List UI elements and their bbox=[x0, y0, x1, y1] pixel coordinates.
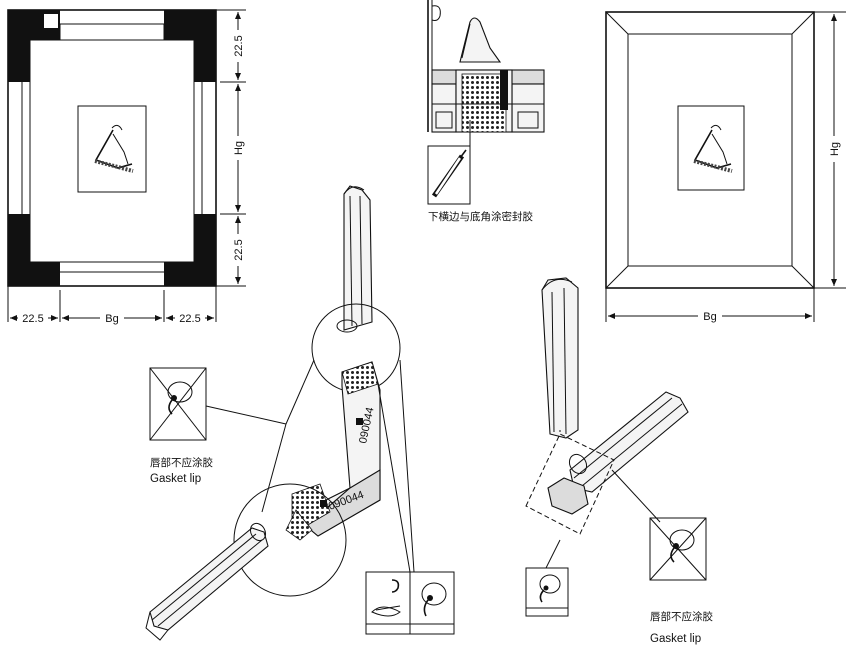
frame-height-label: Hg bbox=[829, 142, 841, 156]
no-glue-icon-left bbox=[149, 367, 207, 441]
cleaning-icon bbox=[371, 579, 401, 617]
corner-right-label: 22.5 bbox=[179, 313, 200, 325]
corner-block-bottom-right bbox=[164, 214, 216, 286]
corner-top-label: 22.5 bbox=[233, 35, 245, 56]
corner-block-bottom-left bbox=[8, 214, 60, 286]
gasket-lip-note-left: Gasket lip bbox=[150, 473, 201, 485]
height-label: Hg bbox=[233, 141, 245, 155]
bead-clip-icon-2 bbox=[693, 124, 733, 173]
width-label: Bg bbox=[105, 313, 118, 325]
sealant-gun-icon bbox=[427, 145, 471, 205]
bead-clip-icon bbox=[94, 124, 134, 173]
no-glue-icon-right bbox=[649, 517, 707, 581]
applicator-icon-bottom bbox=[525, 567, 569, 617]
corner-left-label: 22.5 bbox=[22, 313, 43, 325]
no-glue-note-left: 唇部不应涂胶 bbox=[150, 456, 213, 469]
profile-cross-section: 下横边与底角涂密封胶 bbox=[427, 0, 545, 223]
glue-applicator-icon bbox=[421, 582, 447, 617]
frame-glazing-icon bbox=[677, 105, 745, 191]
no-glue-note-right: 唇部不应涂胶 bbox=[650, 610, 713, 623]
corner-block-top-right bbox=[164, 10, 216, 82]
bottom-sealant-note: 下横边与底角涂密封胶 bbox=[428, 210, 533, 223]
width-dimension: 22.5 Bg 22.5 bbox=[7, 286, 217, 325]
height-dimension: 22.5 Hg 22.5 bbox=[216, 9, 246, 287]
corner-block-top-left bbox=[8, 10, 60, 82]
glazing-icon-frame bbox=[77, 105, 147, 193]
corner-assembly-right bbox=[525, 277, 689, 569]
gasket-lip-note-right: Gasket lip bbox=[650, 633, 701, 645]
frame-outline: Hg Bg bbox=[605, 11, 846, 323]
corner-bottom-label: 22.5 bbox=[233, 239, 245, 260]
frame-width-label: Bg bbox=[703, 311, 716, 323]
adhesive-steps-panel bbox=[365, 571, 455, 635]
corner-assembly-left: 090044 090044 bbox=[145, 185, 415, 641]
glass-pane-corner-blocks: 22.5 Bg 22.5 22.5 Hg 22.5 bbox=[7, 9, 246, 325]
